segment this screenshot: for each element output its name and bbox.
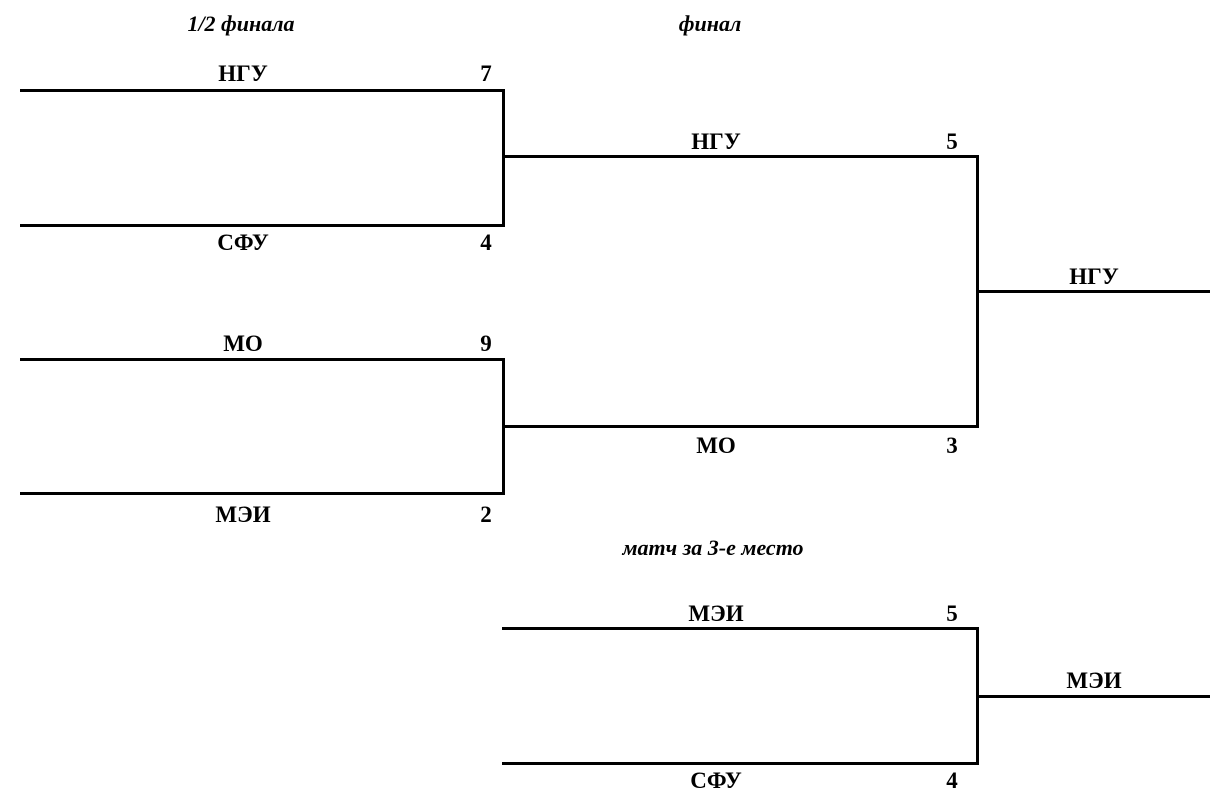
heading-final: финал: [678, 11, 742, 36]
third-place-bottom-score: 4: [946, 768, 958, 793]
semifinal-2-top-score: 9: [480, 331, 492, 356]
third-place-bottom-line: [502, 762, 979, 765]
final-bottom-line: [502, 425, 979, 428]
third-place-top-score: 5: [946, 601, 958, 626]
semifinal-1-bottom-line: [20, 224, 505, 227]
third-place-winner-line: [976, 695, 1210, 698]
final-winner-team: НГУ: [1069, 264, 1119, 289]
third-place-winner-team: МЭИ: [1066, 668, 1122, 693]
semifinal-2-top-team: МО: [223, 331, 263, 356]
semifinal-1-top-line: [20, 89, 505, 92]
semifinal-1-bottom-team: СФУ: [217, 230, 269, 255]
final-top-team: НГУ: [691, 129, 741, 154]
final-bottom-score: 3: [946, 433, 958, 458]
third-place-top-team: МЭИ: [688, 601, 744, 626]
semifinal-2-bottom-line: [20, 492, 505, 495]
final-top-score: 5: [946, 129, 958, 154]
semifinal-1-top-team: НГУ: [218, 61, 268, 86]
heading-third-place: матч за 3-е место: [622, 535, 804, 560]
semifinal-1-connector: [502, 89, 505, 227]
semifinal-2-bottom-team: МЭИ: [215, 502, 271, 527]
semifinal-2-bottom-score: 2: [480, 502, 492, 527]
final-winner-line: [976, 290, 1210, 293]
semifinal-1-bottom-score: 4: [480, 230, 492, 255]
heading-semifinal: 1/2 финала: [187, 11, 295, 36]
third-place-bottom-team: СФУ: [690, 768, 742, 793]
final-top-line: [502, 155, 979, 158]
final-bottom-team: МО: [696, 433, 736, 458]
semifinal-1-top-score: 7: [480, 61, 492, 86]
third-place-top-line: [502, 627, 979, 630]
semifinal-2-top-line: [20, 358, 505, 361]
